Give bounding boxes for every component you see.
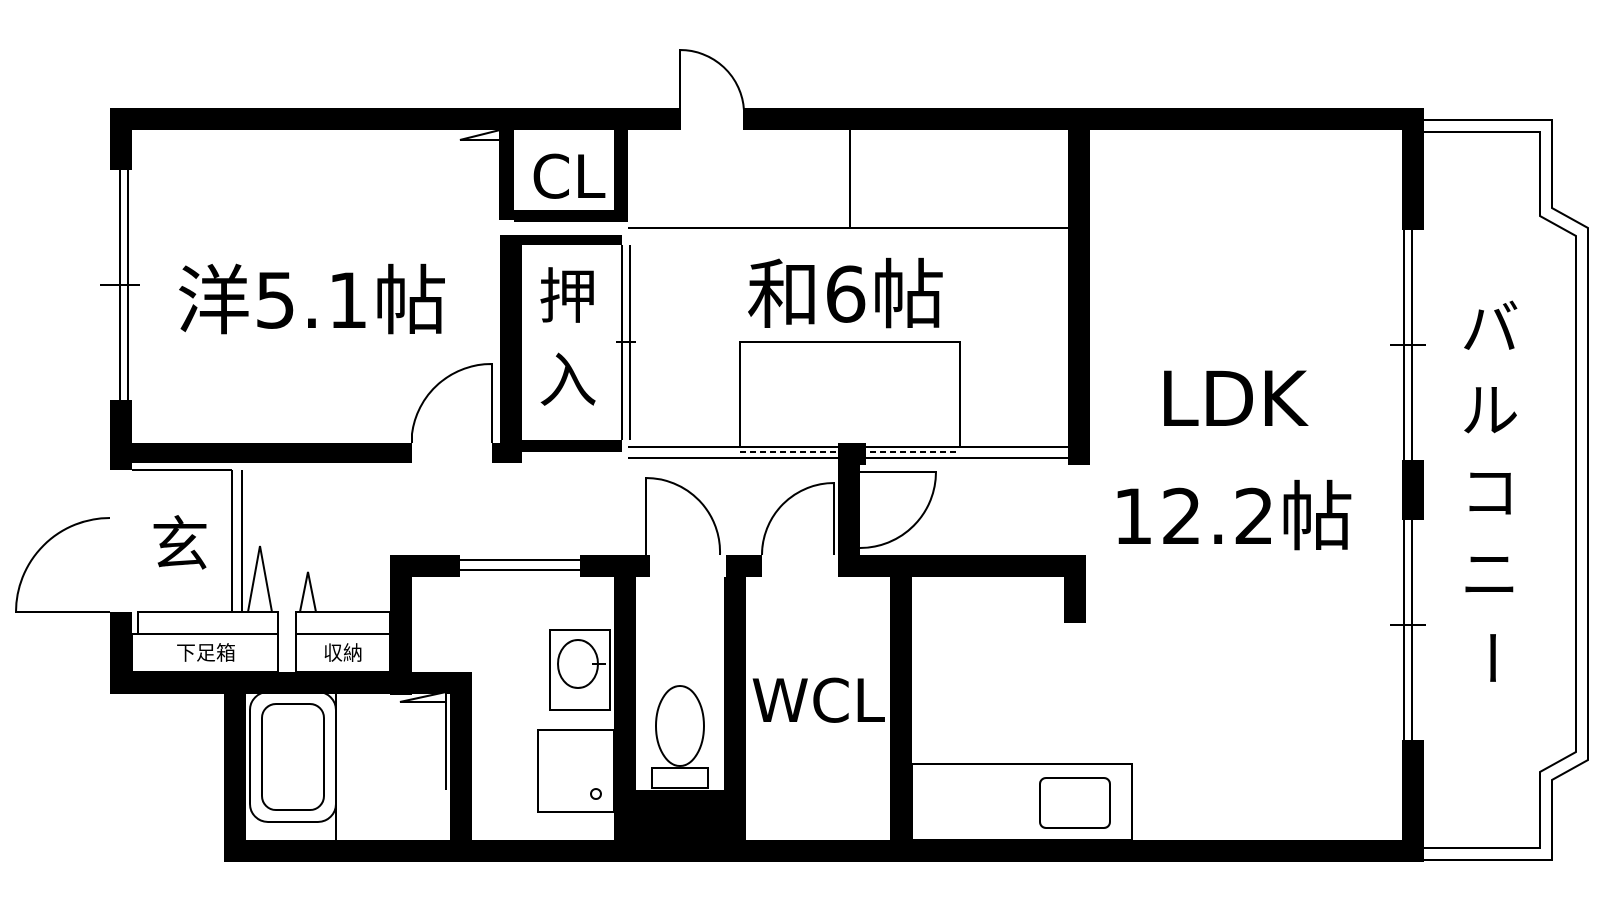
doors — [14, 48, 938, 613]
storage-label: 収納 — [323, 641, 363, 665]
balcony-char-2: ル — [1460, 377, 1520, 447]
interior-walls — [110, 130, 1090, 862]
exterior-walls — [110, 108, 1424, 862]
entrance-label: 玄 — [150, 511, 210, 581]
closet-label: CL — [530, 143, 606, 213]
balcony-char-4: ニ — [1460, 541, 1520, 611]
ldk-name-label: LDK — [1157, 355, 1310, 444]
windows-and-fixtures — [100, 119, 1589, 861]
oshiire-label-bottom: 入 — [538, 347, 598, 417]
room-labels: 洋5.1帖 CL 押 入 和6帖 LDK 12.2帖 玄 下足箱 収納 WCL … — [150, 143, 1525, 737]
shoe-box-label: 下足箱 — [176, 641, 236, 665]
oshiire-label-top: 押 — [538, 263, 598, 333]
walk-in-closet-label: WCL — [751, 667, 886, 737]
ldk-size-label: 12.2帖 — [1109, 473, 1354, 562]
balcony-label: バ ル コ ニ ー — [1455, 295, 1525, 688]
balcony-char-3: コ — [1460, 459, 1520, 529]
balcony-char-1: バ — [1460, 295, 1520, 365]
western-room-label: 洋5.1帖 — [176, 257, 449, 346]
japanese-room-label: 和6帖 — [746, 251, 946, 340]
balcony-char-5: ー — [1455, 628, 1525, 688]
